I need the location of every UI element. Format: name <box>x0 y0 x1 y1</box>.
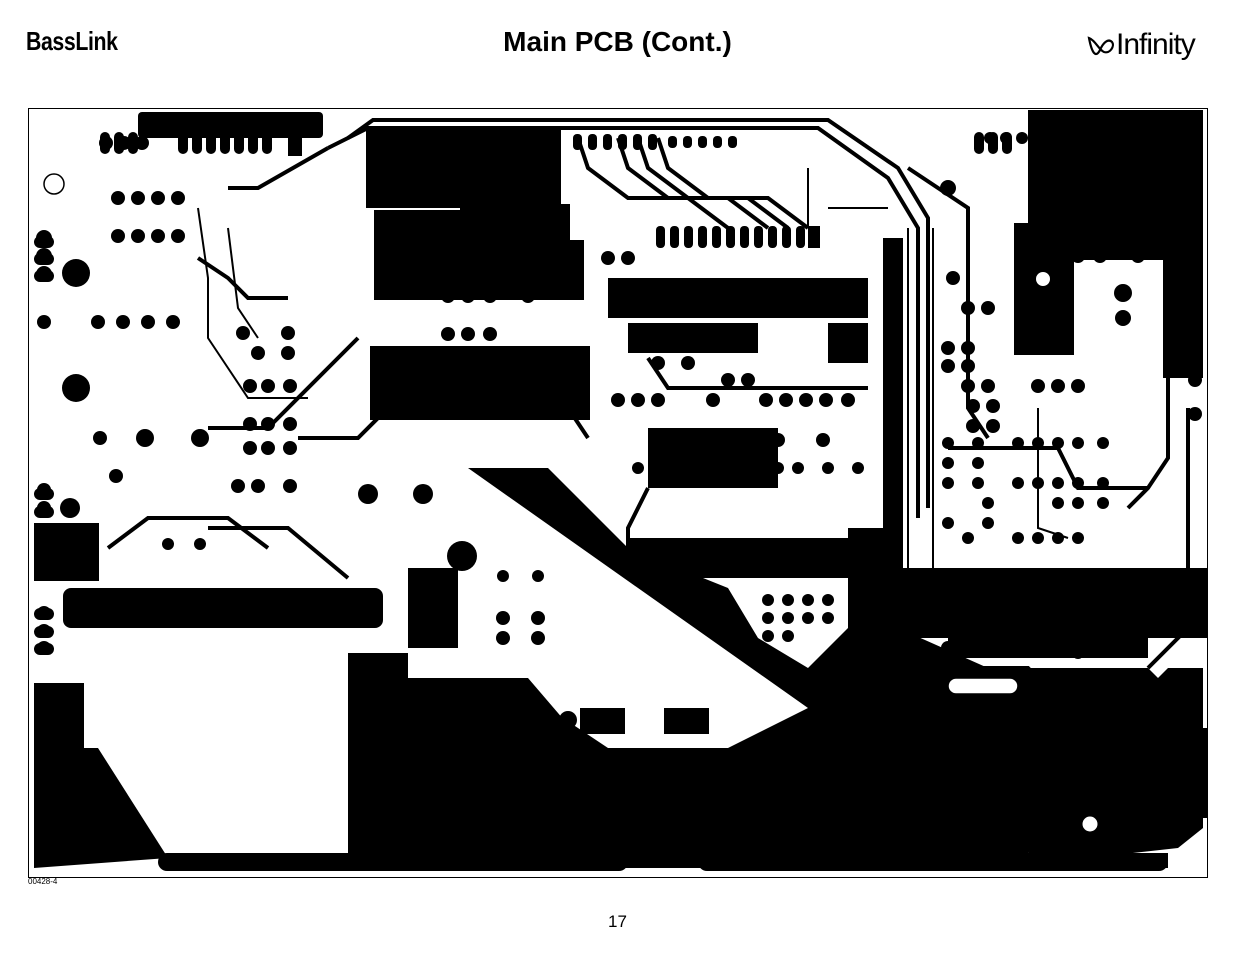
page-number: 17 <box>0 912 1235 932</box>
figure-code: 00428-4 <box>28 877 57 886</box>
infinity-logo: Infinity <box>1086 28 1210 64</box>
infinity-logo-icon <box>1086 32 1116 62</box>
pcb-layout-figure <box>28 108 1208 878</box>
page-title: Main PCB (Cont.) <box>0 26 1235 58</box>
logo-wordmark: Infinity <box>1116 28 1195 62</box>
